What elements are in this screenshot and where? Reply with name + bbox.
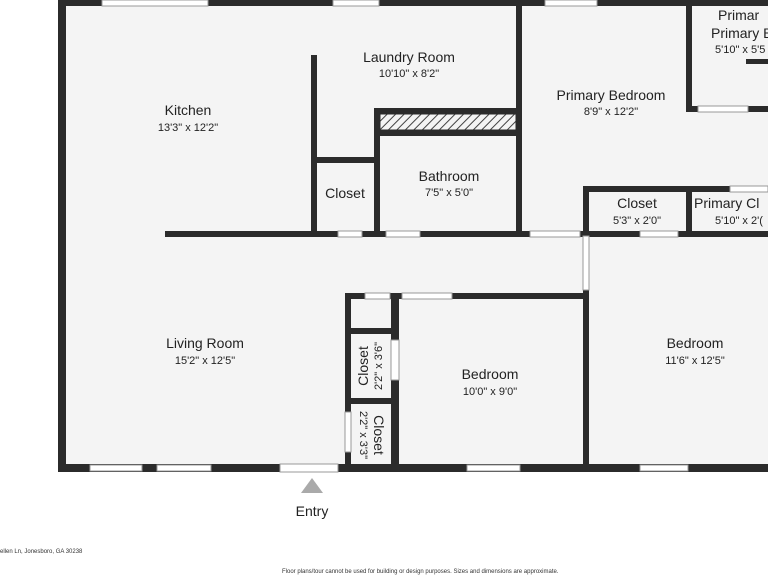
entry-arrow-icon	[301, 478, 323, 493]
interior-walls	[165, 6, 768, 472]
address-text: ellen Ln, Jonesboro, GA 30238	[0, 549, 83, 555]
interior-openings	[337, 105, 768, 453]
exterior-walls	[58, 0, 768, 472]
primary-bathroom-label: Primary Bathroo	[711, 25, 768, 41]
top-windows	[101, 0, 598, 7]
disclaimer-text: Floor plans/tour cannot be used for buil…	[282, 569, 559, 575]
entry-label: Entry	[296, 503, 329, 519]
primary-closet-b-dims: 5'10" x 2'(	[715, 215, 763, 227]
primary-bedroom-dims: 8'9" x 12'2"	[584, 106, 638, 118]
closet-v1-label: Closet	[355, 346, 371, 386]
laundry-shelf	[379, 113, 517, 131]
closet-v1-dims: 2'2" x 3'6"	[373, 342, 385, 390]
primary-bathroom-dims: 5'10" x 5'5	[715, 44, 765, 56]
bedroom-mid-dims: 10'0" x 9'0"	[463, 386, 517, 398]
bottom-windows	[89, 463, 689, 473]
bedroom-right-label: Bedroom	[667, 335, 724, 351]
closet-v2-label: Closet	[371, 415, 387, 455]
bathroom-label: Bathroom	[419, 168, 480, 184]
kitchen-label: Kitchen	[165, 102, 212, 118]
primary-closet-a-label: Closet	[617, 195, 657, 211]
primary-closet-a-dims: 5'3" x 2'0"	[613, 215, 661, 227]
closet-v2-dims: 2'2" x 3'3"	[357, 411, 369, 459]
laundry-dims: 10'10" x 8'2"	[379, 68, 439, 80]
living-room-dims: 15'2" x 12'5"	[175, 355, 235, 367]
living-room-label: Living Room	[166, 335, 244, 351]
primary-bathroom-label-top: Primar	[718, 7, 760, 23]
hall-closet-label: Closet	[325, 185, 365, 201]
bedroom-right-dims: 11'6" x 12'5"	[665, 355, 725, 367]
primary-bedroom-label: Primary Bedroom	[557, 87, 666, 103]
bathroom-dims: 7'5" x 5'0"	[425, 187, 473, 199]
laundry-label: Laundry Room	[363, 49, 455, 65]
primary-closet-b-label: Primary Cl	[694, 195, 759, 211]
bedroom-mid-label: Bedroom	[462, 366, 519, 382]
kitchen-dims: 13'3" x 12'2"	[158, 122, 218, 134]
